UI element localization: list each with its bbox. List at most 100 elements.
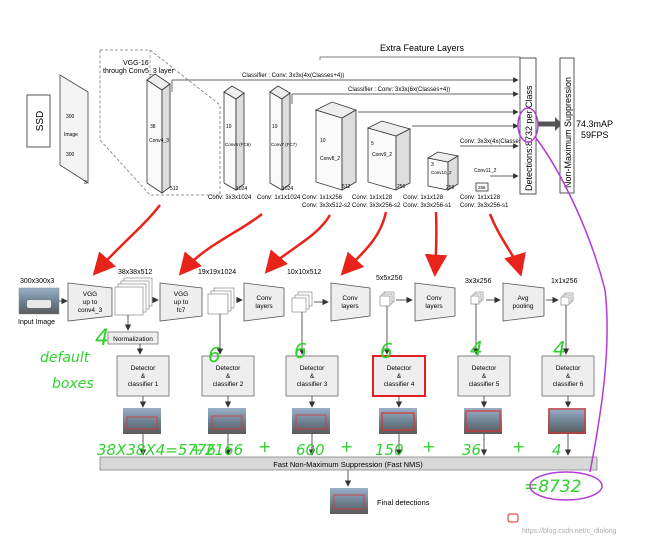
detector-4-line2: & <box>397 373 402 380</box>
ssd-label-box <box>26 94 51 148</box>
detector-1-line2: & <box>141 373 146 380</box>
thumb1-box <box>126 416 158 430</box>
nms-box <box>559 57 575 194</box>
conv8-dim: 10 <box>320 138 326 144</box>
conv10-label: Conv10_2 <box>431 170 452 175</box>
detections-arrow-head <box>555 117 562 131</box>
normalization-box <box>107 331 159 345</box>
fc7-dim: 19 <box>272 124 278 130</box>
stage2-fmap: 19x19x1024 <box>198 269 236 276</box>
stage6-fmap: 1x1x256 <box>551 278 578 285</box>
stage1-label-line2: up to <box>83 299 98 306</box>
detector-1-line1: Detector <box>131 365 156 372</box>
conv8-label: Conv8_2 <box>320 156 340 162</box>
red-arrow-4 <box>340 211 388 276</box>
stage5-label-line1: Conv <box>426 295 442 302</box>
detector-3-line3: classifier 3 <box>297 381 328 388</box>
thumb6-box <box>548 408 586 434</box>
sum-term-5: 600 <box>296 441 325 459</box>
sum-term-3: 2166 <box>205 441 243 459</box>
fmap2-layer <box>207 293 229 315</box>
detector-6-line2: & <box>566 373 571 380</box>
fc7-label: Conv7 (FC7) <box>271 142 297 147</box>
detector-box-6 <box>541 355 595 397</box>
stage2-trapezoid <box>159 282 203 322</box>
detector-4-line1: Detector <box>387 365 412 372</box>
stage3-trapezoid <box>243 282 285 322</box>
fast-nms-bar <box>99 456 598 471</box>
stage5-fmap-stack <box>470 291 484 305</box>
sum-term-11: 4 <box>552 441 562 459</box>
sum-term-6: + <box>340 437 353 456</box>
thumbnail-1 <box>123 408 161 434</box>
map-value: 74.3mAP <box>576 119 613 129</box>
stage4-trapezoid <box>330 282 371 322</box>
conv-label-a: Conv: 3x3x1024 <box>208 195 252 201</box>
sum-term-8: + <box>422 437 435 456</box>
thumb5-box <box>465 410 501 432</box>
stage3-label-line2: layers <box>255 303 273 310</box>
stage5-trapezoid <box>414 282 456 322</box>
detections-circle <box>517 107 539 143</box>
detector-6-line1: Detector <box>556 365 581 372</box>
fc7-block-front <box>269 91 283 191</box>
stage6-label-line1: Avg <box>517 295 528 302</box>
stage6-trapezoid <box>502 282 545 322</box>
red-arrow-2 <box>178 213 263 276</box>
stage3-fmap: 10x10x512 <box>287 269 321 276</box>
conv8-block-front <box>315 109 343 191</box>
top-ssd-architecture: SSD 300 Image 300 3 VGG-16 through Conv5… <box>26 43 613 209</box>
detector-6-line3: classifier 6 <box>553 381 584 388</box>
total-annotation: =8732 <box>524 477 582 497</box>
image-channels: 3 <box>84 180 87 186</box>
thumbnail-5 <box>464 408 502 434</box>
conv-label-b: Conv: 1x1x1024 <box>257 195 301 201</box>
conv4-label: Conv4_3 <box>149 138 169 144</box>
stage5-label-line2: layers <box>425 303 443 310</box>
image-dim-bottom: 300 <box>66 152 75 158</box>
final-box <box>333 494 365 510</box>
input-image-car <box>27 300 51 308</box>
conv10-block-side <box>447 155 459 191</box>
conv11-depth: 256 <box>478 185 486 190</box>
red-arrow-1 <box>92 204 161 276</box>
red-arrow-3 <box>264 214 332 274</box>
detection-thumbnails <box>123 408 586 434</box>
detector-box-5 <box>457 355 511 397</box>
classifier-label-1: Classifier : Conv: 3x3x(4x(Classes+4)) <box>242 73 344 79</box>
conv8-depth: 512 <box>342 184 351 190</box>
detector-5-line3: classifier 5 <box>469 381 500 388</box>
detector-3-line2: & <box>310 373 315 380</box>
stage2-label-line3: fc7 <box>177 307 186 314</box>
stage-number-1: 4 <box>95 326 109 351</box>
detector-5-line2: & <box>482 373 487 380</box>
classifier-label-3: Conv: 3x3x(4x(Classes+4)) <box>460 139 533 145</box>
conv-label-d1: Conv: 1x1x128 <box>352 195 393 201</box>
thumb3-box <box>295 414 327 430</box>
image-label: Image <box>64 132 78 138</box>
extra-feature-title: Extra Feature Layers <box>380 43 465 53</box>
red-arrow-5 <box>424 211 448 277</box>
conv9-depth: 256 <box>397 184 406 190</box>
fps-value: 59FPS <box>581 130 609 140</box>
stage-number-5: 4 <box>470 337 483 361</box>
purple-link-line <box>535 137 608 473</box>
normalization-label: Normalization <box>113 336 153 343</box>
handwritten-annotations: default boxes 4 6 6 6 4 4 38X38X4=5776 +… <box>40 107 608 501</box>
fc6-block-front <box>223 91 237 191</box>
stage4-label-line1: Conv <box>342 295 358 302</box>
extra-feature-bracket <box>319 56 521 60</box>
ssd-label: SSD <box>35 111 46 132</box>
fmap6-layer <box>560 296 570 306</box>
thumbnail-2 <box>208 408 246 434</box>
fmap4-layer <box>379 295 391 307</box>
conv4-block-side <box>161 83 171 194</box>
conv8-block-side <box>341 109 357 191</box>
detector-2-line1: Detector <box>216 365 241 372</box>
conv9-block-front <box>367 127 397 191</box>
conv10-dim: 3 <box>431 162 434 168</box>
fc7-depth: 1024 <box>282 186 293 192</box>
stage3-fmap-stack <box>291 291 313 313</box>
final-detections-image <box>330 488 368 514</box>
conv10-depth: 256 <box>446 185 455 191</box>
